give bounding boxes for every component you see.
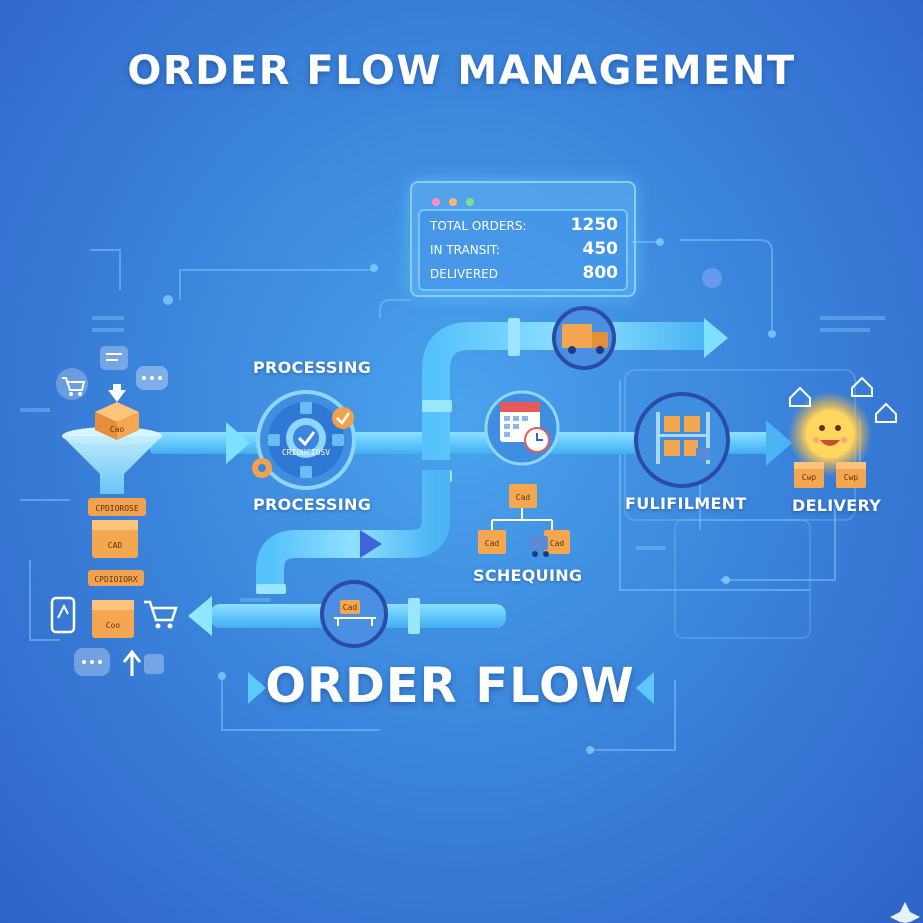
package-stack: [88, 498, 146, 638]
box-label: Cad: [485, 539, 500, 548]
phone-icon: [50, 596, 76, 634]
arrow-right-icon: [226, 422, 250, 464]
arrow-right-icon: [766, 420, 792, 466]
stage-label-fulfilment: FULIFILMENT: [625, 494, 747, 513]
box-label: Coo: [106, 621, 121, 630]
delivery-packages: [794, 462, 866, 488]
window-dot-icon: [466, 198, 475, 206]
arrow-right-icon: [360, 530, 382, 558]
warehouse-icon: [634, 392, 730, 488]
stat-delivered: DELIVERED 800: [430, 263, 618, 283]
message-icon: [100, 346, 128, 370]
stat-label: IN TRANSIT:: [430, 243, 500, 257]
chat-icon: [136, 366, 168, 390]
stage-label-processing: PROCESSING: [253, 495, 372, 514]
cart-bubble-icon: [56, 368, 88, 400]
box-label: Cwp: [844, 473, 859, 482]
window-dot-icon: [432, 198, 440, 206]
stat-total-orders: TOTAL ORDERS: 1250: [430, 215, 618, 235]
box-label: CAD: [108, 541, 123, 550]
chevron-left-icon: [636, 672, 654, 704]
gear-label: CRIOUCIOSV: [282, 448, 330, 457]
box-label: Cwp: [802, 473, 817, 482]
box-label: Cad: [343, 603, 358, 612]
conveyor-icon: [320, 580, 388, 648]
lower-pipe: [256, 470, 450, 590]
arrow-right-icon: [704, 318, 728, 358]
gear-icon: [256, 390, 356, 490]
stage-label-scheduling: SCHEQUING: [473, 566, 583, 585]
stats-panel: TOTAL ORDERS: 1250 IN TRANSIT: 450 DELIV…: [410, 181, 636, 297]
window-controls: [432, 191, 478, 210]
package-icon: [95, 384, 139, 440]
upper-pipe: [422, 322, 704, 460]
cart-icon: [144, 600, 178, 629]
house-icon: [789, 376, 897, 423]
stat-in-transit: IN TRANSIT: 450: [430, 239, 618, 259]
calendar-icon: [484, 390, 560, 466]
smiley-sun-icon: [788, 392, 872, 476]
stage-label-processing-top: PROCESSING: [253, 358, 372, 377]
upload-icon: [122, 649, 164, 676]
box-label: Cao: [110, 425, 125, 434]
schedule-tree: [478, 484, 570, 557]
page-title: ORDER FLOW MANAGEMENT: [127, 48, 796, 94]
chat-bubble-icon: [74, 648, 110, 676]
stat-value: 450: [582, 239, 619, 259]
stage-label-delivery: DELIVERY: [792, 496, 882, 515]
small-gear-icon: [252, 458, 272, 478]
arrow-left-icon: [188, 596, 212, 636]
order-flow-title: ORDER FLOW: [265, 658, 635, 714]
box-label: CPDIOIORX: [94, 575, 138, 584]
stats-inner: TOTAL ORDERS: 1250 IN TRANSIT: 450 DELIV…: [418, 209, 628, 291]
stat-value: 800: [582, 263, 619, 283]
window-dot-icon: [449, 198, 458, 206]
box-label: Cad: [516, 493, 531, 502]
check-badge-icon: [332, 407, 354, 429]
box-label: CPDIOROSE: [95, 504, 139, 513]
chevron-right-icon: [248, 672, 266, 704]
stat-label: DELIVERED: [430, 267, 498, 281]
truck-icon: [552, 306, 616, 370]
box-label: Cad: [550, 539, 565, 548]
stat-value: 1250: [570, 215, 618, 235]
sparkle-icon: [890, 902, 920, 923]
stat-label: TOTAL ORDERS:: [430, 219, 527, 233]
